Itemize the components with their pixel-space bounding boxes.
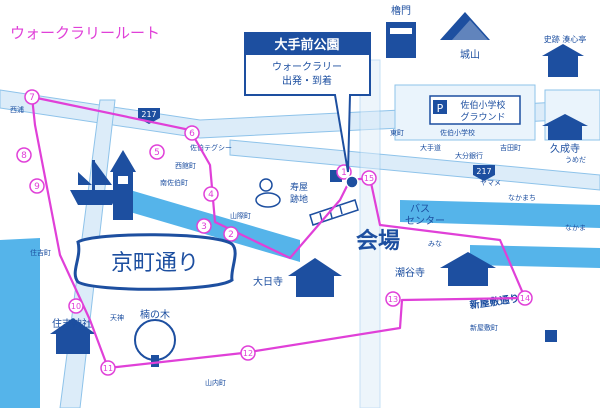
label-choukokuji: 潮谷寺 [395, 266, 425, 279]
checkpoint: 9 [29, 178, 45, 194]
street-label: 南佐伯町 [160, 178, 188, 187]
choukokuji-temple-icon [440, 252, 496, 286]
label-bunsho: 史跡 湊心亭 [544, 34, 587, 44]
checkpoint-number: 3 [201, 222, 207, 232]
street-label: 天神 [110, 313, 124, 322]
label-kyuseiji: 久成寺 [550, 143, 580, 155]
lighthouse-icon [110, 150, 136, 220]
checkpoint: 5 [149, 144, 165, 160]
street-label: みな [428, 240, 442, 248]
street-label: 吉田町 [500, 144, 521, 152]
start-marker-icon [345, 175, 359, 189]
street-label: 新屋敷町 [470, 323, 498, 332]
ship-icon [70, 160, 120, 205]
street-label: 住吉町 [30, 248, 51, 257]
label-jumo-1: 寿屋 [290, 181, 308, 193]
yagura-gate-icon [386, 22, 416, 58]
dainichiji-temple-icon [288, 258, 342, 297]
checkpoint: 3 [196, 218, 212, 234]
checkpoint: 15 [361, 170, 377, 186]
checkpoint: 2 [223, 226, 239, 242]
callout-line-1: ウォークラリー [272, 61, 342, 73]
street-label: なかま [565, 224, 586, 232]
checkpoint: 14 [517, 290, 533, 306]
sumiyoshi-shrine-icon [50, 318, 96, 354]
checkpoint-number: 4 [208, 190, 214, 200]
temple-icon-topright [542, 44, 584, 77]
checkpoint-number: 9 [34, 182, 40, 192]
checkpoint-number: 12 [243, 349, 253, 358]
label-school-ground-2: グラウンド [460, 111, 505, 123]
checkpoint: 4 [203, 186, 219, 202]
street-label: 大手道 [420, 143, 441, 152]
map-title: ウォークラリールート [10, 24, 160, 42]
checkpoint-number: 10 [71, 302, 81, 311]
route-217-label: 217 [476, 167, 491, 176]
checkpoint-number: 5 [154, 148, 160, 158]
checkpoint: 7 [24, 89, 40, 105]
label-dainichiji: 大日寺 [253, 275, 283, 288]
checkpoint: 12 [240, 345, 256, 361]
tree-icon [134, 319, 176, 367]
street-label: 大分銀行 [455, 151, 483, 160]
checkpoint-number: 7 [29, 93, 35, 103]
street-label: 東町 [390, 128, 404, 137]
venue-label: 会場 [356, 228, 400, 254]
label-shiroyama: 城山 [460, 49, 480, 61]
street-label: うめだ [565, 156, 586, 164]
checkpoint: 8 [16, 147, 32, 163]
route-217-sign-2: 217 [473, 165, 495, 181]
label-jumo-2: 跡地 [290, 193, 308, 205]
checkpoint: 11 [100, 360, 116, 376]
castle-mountain-icon [440, 12, 490, 40]
label-bus-1: バス [410, 203, 430, 215]
parking-icon-glyph: P [437, 102, 444, 115]
checkpoint-number: 2 [228, 230, 234, 240]
stairs-icon [309, 199, 359, 226]
route-217-label: 217 [141, 110, 156, 119]
kyuseiji-temple-icon [542, 114, 588, 140]
start-callout: 大手前公園 ウォークラリー 出発・到着 [244, 32, 371, 173]
kyomachi-label: 京町通り [111, 251, 199, 276]
checkpoint-number: 13 [388, 295, 398, 304]
checkpoint-number: 8 [21, 151, 27, 161]
checkpoint-number: 15 [364, 174, 374, 183]
street-label: 西館町 [175, 161, 196, 170]
checkpoint-number: 11 [103, 364, 113, 373]
street-labels: 佐伯テグシー 西館町 南佐伯町 山際町 うめだ 吉田町 大手道 大分銀行 なかま… [10, 105, 586, 387]
parking-icon [433, 100, 447, 114]
checkpoint: 10 [68, 298, 84, 314]
label-sumiyoshi: 住吉神社 [52, 317, 92, 330]
callout-heading: 大手前公園 [274, 37, 339, 53]
label-school-ground-1: 佐伯小学校 [460, 99, 505, 111]
label-school-small: 佐伯小学校 [440, 128, 475, 137]
street-label: なかまち [508, 194, 536, 202]
label-bus-2: センター [405, 215, 445, 227]
callout-line-2: 出発・到着 [282, 74, 332, 87]
checkpoint-number: 6 [189, 129, 195, 139]
street-label: ヤマメ [480, 179, 501, 187]
checkpoint-number: 14 [520, 294, 530, 303]
street-label: 山内町 [205, 378, 226, 387]
dog-icon [255, 178, 281, 208]
checkpoint: 13 [385, 291, 401, 307]
label-kusunoki: 楠の木 [140, 308, 170, 321]
checkpoints: 1 2 3 4 5 6 7 8 9 10 11 12 13 14 15 [16, 89, 533, 376]
street-label: 山際町 [230, 211, 251, 220]
street-label: 佐伯テグシー [190, 143, 232, 152]
street-label: 西浦 [10, 105, 24, 114]
kyomachi-banner: 京町通り [73, 233, 237, 291]
canals [0, 190, 600, 408]
checkpoint: 6 [184, 125, 200, 141]
walk-route-line [30, 95, 527, 370]
checkpoint-number: 1 [341, 168, 347, 178]
label-yagura: 櫓門 [391, 4, 411, 17]
